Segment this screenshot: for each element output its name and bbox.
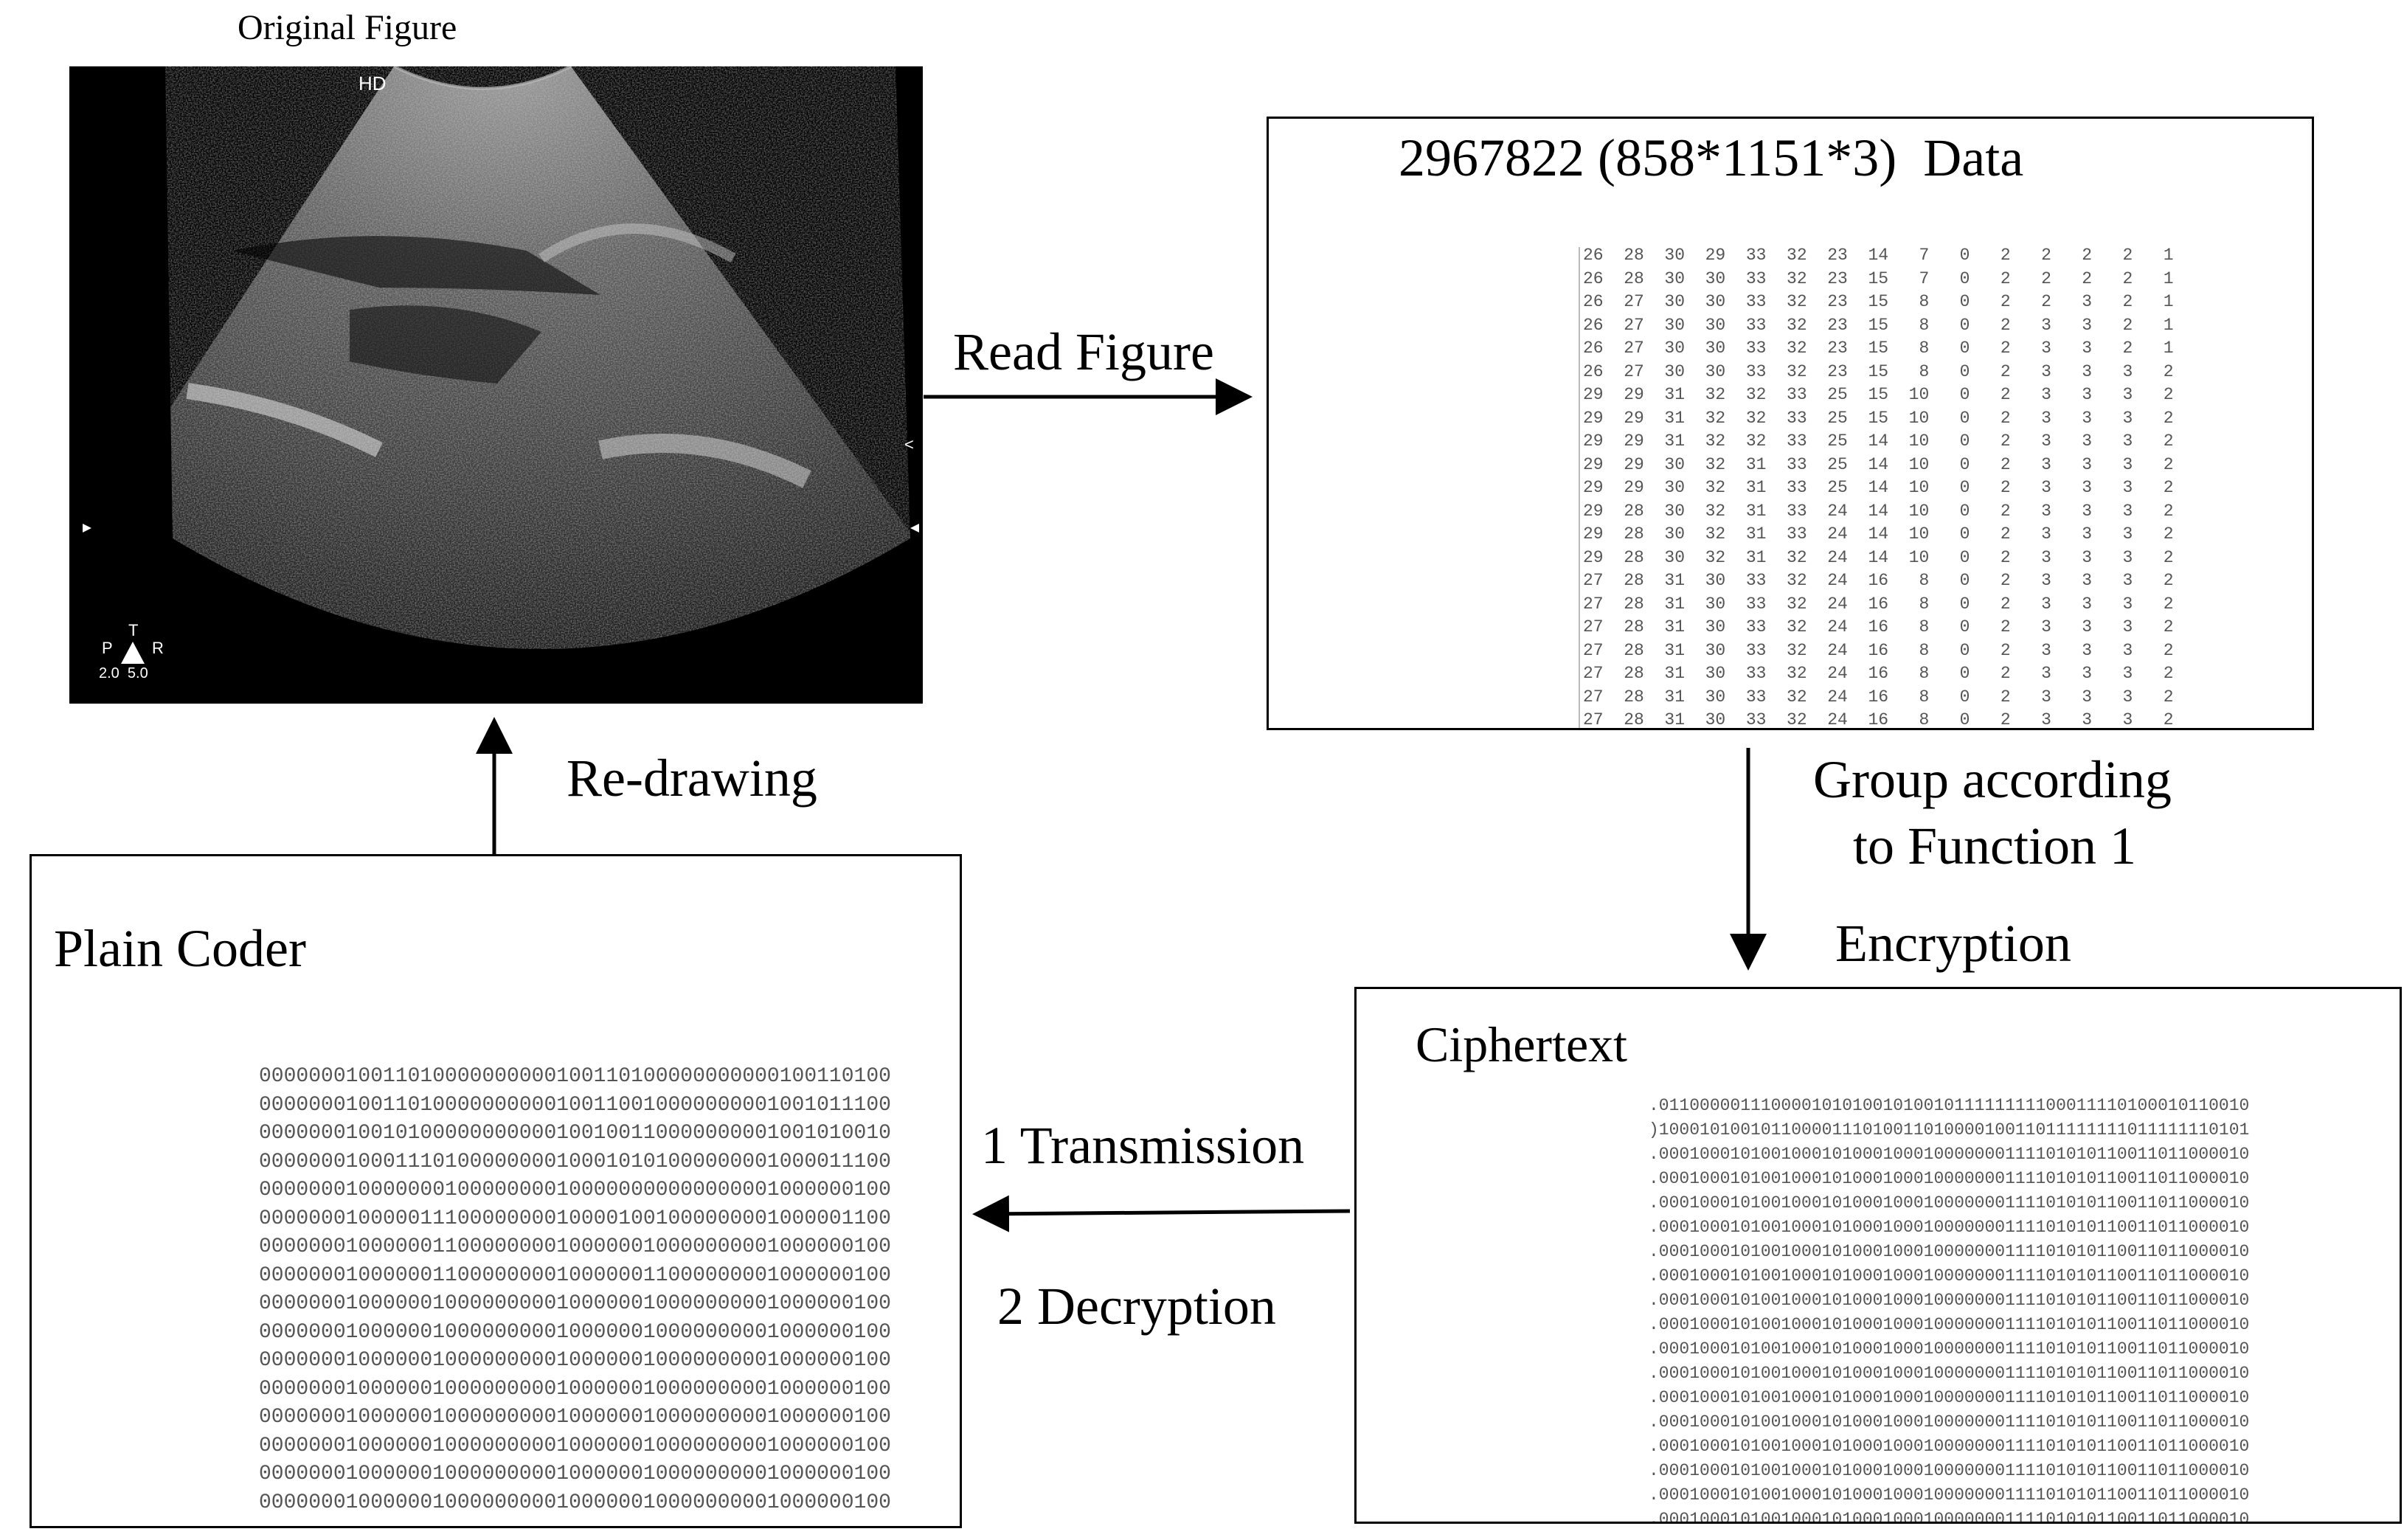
data-table-row: 29 28 30 32 31 33 24 14 10 0 2 3 3 3 2 — [1583, 524, 2174, 544]
depth-scale-label: 2.0 5.0 — [99, 665, 148, 681]
ultrasound-image: HD T P R 2.0 5.0 < — [69, 66, 923, 704]
arrow-transmission — [972, 1195, 1351, 1232]
decryption-label: 2 Decryption — [997, 1277, 1276, 1336]
data-table-row: 29 29 30 32 31 33 25 14 10 0 2 3 3 3 2 — [1583, 454, 2174, 474]
plain-coder-row: 0000000100110100000000001001101000000000… — [259, 1065, 891, 1088]
data-table-row: 27 28 31 30 33 32 24 16 8 0 2 3 3 3 2 — [1583, 710, 2174, 729]
plain-coder-row: 0000000100000001000000001000000000000000… — [259, 1179, 891, 1201]
ciphertext-row: .000100010100100010100010001000000011110… — [1649, 1461, 2250, 1480]
ciphertext-row: )100010100101100001110100110100001001101… — [1649, 1120, 2250, 1140]
data-table-divider — [1579, 247, 1580, 728]
plain-coder-row: 0000000100000010000000001000000100000000… — [259, 1292, 891, 1315]
data-table-row: 27 28 31 30 33 32 24 16 8 0 2 3 3 3 2 — [1583, 594, 2174, 614]
data-table-row: 29 28 30 32 31 32 24 14 10 0 2 3 3 3 2 — [1583, 547, 2174, 567]
read-figure-label: Read Figure — [953, 322, 1214, 381]
original-figure-title: Original Figure — [238, 8, 457, 47]
plain-coder-row: 0000000100000010000000001000000100000000… — [259, 1349, 891, 1372]
data-table-row: 26 27 30 30 33 32 23 15 8 0 2 3 3 3 2 — [1583, 361, 2174, 381]
plain-coder-row: 0000000100000011000000001000000110000000… — [259, 1263, 891, 1287]
group-according-label: Group according — [1813, 750, 2172, 809]
plain-coder-bits: 0000000100110100000000001001101000000000… — [259, 1063, 891, 1517]
plain-coder-row: 0000000100000010000000001000000100000000… — [259, 1463, 891, 1485]
orientation-right-label: R — [152, 639, 164, 657]
ciphertext-row: .000100010100100010100010001000000011110… — [1649, 1388, 2250, 1407]
data-box-title: 2967822 (858*1151*3) Data — [1399, 128, 2024, 187]
ciphertext-row: .000100010100100010100010001000000011110… — [1649, 1315, 2250, 1334]
ultrasound-scan — [69, 66, 923, 704]
ciphertext-row: .000100010100100010100010001000000011110… — [1649, 1291, 2250, 1310]
ciphertext-row: .000100010100100010100010001000000011110… — [1649, 1437, 2250, 1456]
data-box: 2967822 (858*1151*3) Data 26 28 30 29 33… — [1267, 117, 2314, 730]
orientation-left-label: P — [102, 639, 113, 657]
encryption-label: Encryption — [1835, 914, 2071, 973]
function-one-label: to Function 1 — [1853, 816, 2137, 875]
plain-coder-row: 0000000100000011000000001000000100000000… — [259, 1235, 891, 1258]
ciphertext-row: .000100010100100010100010001000000011110… — [1649, 1218, 2250, 1237]
plain-coder-row: 0000000100000010000000001000000100000000… — [259, 1406, 891, 1429]
ciphertext-row: .011000001110000101010010100101111111110… — [1649, 1096, 2250, 1115]
ciphertext-row: .000100010100100010100010001000000011110… — [1649, 1145, 2250, 1164]
ciphertext-box-title: Ciphertext — [1416, 1016, 1628, 1072]
ciphertext-box: Ciphertext .0110000011100001010100101001… — [1354, 987, 2402, 1524]
plain-coder-row: 0000000100011101000000001000101010000000… — [259, 1150, 891, 1173]
transmission-label: 1 Transmission — [981, 1116, 1305, 1175]
data-table-row: 27 28 31 30 33 32 24 16 8 0 2 3 3 3 2 — [1583, 571, 2174, 590]
ciphertext-row: .000100010100100010100010001000000011110… — [1649, 1169, 2250, 1188]
plain-coder-row: 0000000100000111000000001000010010000000… — [259, 1207, 891, 1230]
plain-coder-row: 0000000100000010000000001000000100000000… — [259, 1377, 891, 1401]
plain-coder-row: 0000000100101000000000001001001100000000… — [259, 1122, 891, 1145]
data-table-row: 26 27 30 30 33 32 23 15 8 0 2 2 3 2 1 — [1583, 292, 2174, 311]
plain-coder-row: 0000000100000010000000001000000100000000… — [259, 1434, 891, 1457]
orientation-marker-icon — [121, 642, 145, 664]
data-table-row: 26 27 30 30 33 32 23 15 8 0 2 3 3 2 1 — [1583, 315, 2174, 335]
data-table-row: 29 29 31 32 32 33 25 15 10 0 2 3 3 3 2 — [1583, 385, 2174, 404]
ciphertext-row: .000100010100100010100010001000000011110… — [1649, 1485, 2250, 1505]
data-table-row: 29 29 31 32 32 33 25 15 10 0 2 3 3 3 2 — [1583, 408, 2174, 428]
data-table-row: 26 28 30 30 33 32 23 15 7 0 2 2 2 2 1 — [1583, 268, 2174, 288]
ciphertext-row: .000100010100100010100010001000000011110… — [1649, 1266, 2250, 1286]
ciphertext-row: .000100010100100010100010001000000011110… — [1649, 1339, 2250, 1359]
plain-coder-row: 0000000100000010000000001000000100000000… — [259, 1491, 891, 1514]
hd-label: HD — [358, 72, 387, 94]
ciphertext-row: .000100010100100010100010001000000011110… — [1649, 1242, 2250, 1261]
data-table-row: 26 28 30 29 33 32 23 14 7 0 2 2 2 2 1 — [1583, 246, 2174, 265]
data-table-row: 29 29 31 32 32 33 25 14 10 0 2 3 3 3 2 — [1583, 431, 2174, 451]
data-table-row: 27 28 31 30 33 32 24 16 8 0 2 3 3 3 2 — [1583, 617, 2174, 637]
data-table: 26 28 30 29 33 32 23 14 7 0 2 2 2 2 1 26 … — [1583, 244, 2174, 729]
orientation-top-label: T — [128, 621, 139, 639]
data-table-row: 27 28 31 30 33 32 24 16 8 0 2 3 3 3 2 — [1583, 687, 2174, 707]
data-table-row: 27 28 31 30 33 32 24 16 8 0 2 3 3 3 2 — [1583, 664, 2174, 683]
data-table-row: 27 28 31 30 33 32 24 16 8 0 2 3 3 3 2 — [1583, 640, 2174, 660]
ciphertext-row: .000100010100100010100010001000000011110… — [1649, 1412, 2250, 1432]
left-depth-marker-icon — [83, 524, 91, 533]
ciphertext-row: .000100010100100010100010001000000011110… — [1649, 1193, 2250, 1213]
plain-coder-row: 0000000100110100000000001001100100000000… — [259, 1093, 891, 1117]
plain-coder-box-title: Plain Coder — [54, 919, 306, 978]
right-depth-marker-icon — [910, 524, 919, 533]
right-edge-marker: < — [904, 435, 914, 454]
plain-coder-row: 0000000100000010000000001000000100000000… — [259, 1320, 891, 1344]
data-table-row: 29 28 30 32 31 33 24 14 10 0 2 3 3 3 2 — [1583, 501, 2174, 521]
data-table-row: 29 29 30 32 31 33 25 14 10 0 2 3 3 3 2 — [1583, 478, 2174, 497]
data-table-row: 26 27 30 30 33 32 23 15 8 0 2 3 3 2 1 — [1583, 339, 2174, 358]
ciphertext-row: .000100010100100010100010001000000011110… — [1649, 1364, 2250, 1383]
ciphertext-bits: .011000001110000101010010100101111111110… — [1649, 1094, 2250, 1524]
ciphertext-row: .000100010100100010100010001000000011110… — [1649, 1510, 2250, 1524]
redrawing-label: Re-drawing — [567, 749, 817, 808]
plain-coder-box: Plain Coder 0000000100110100000000001001… — [30, 854, 962, 1528]
